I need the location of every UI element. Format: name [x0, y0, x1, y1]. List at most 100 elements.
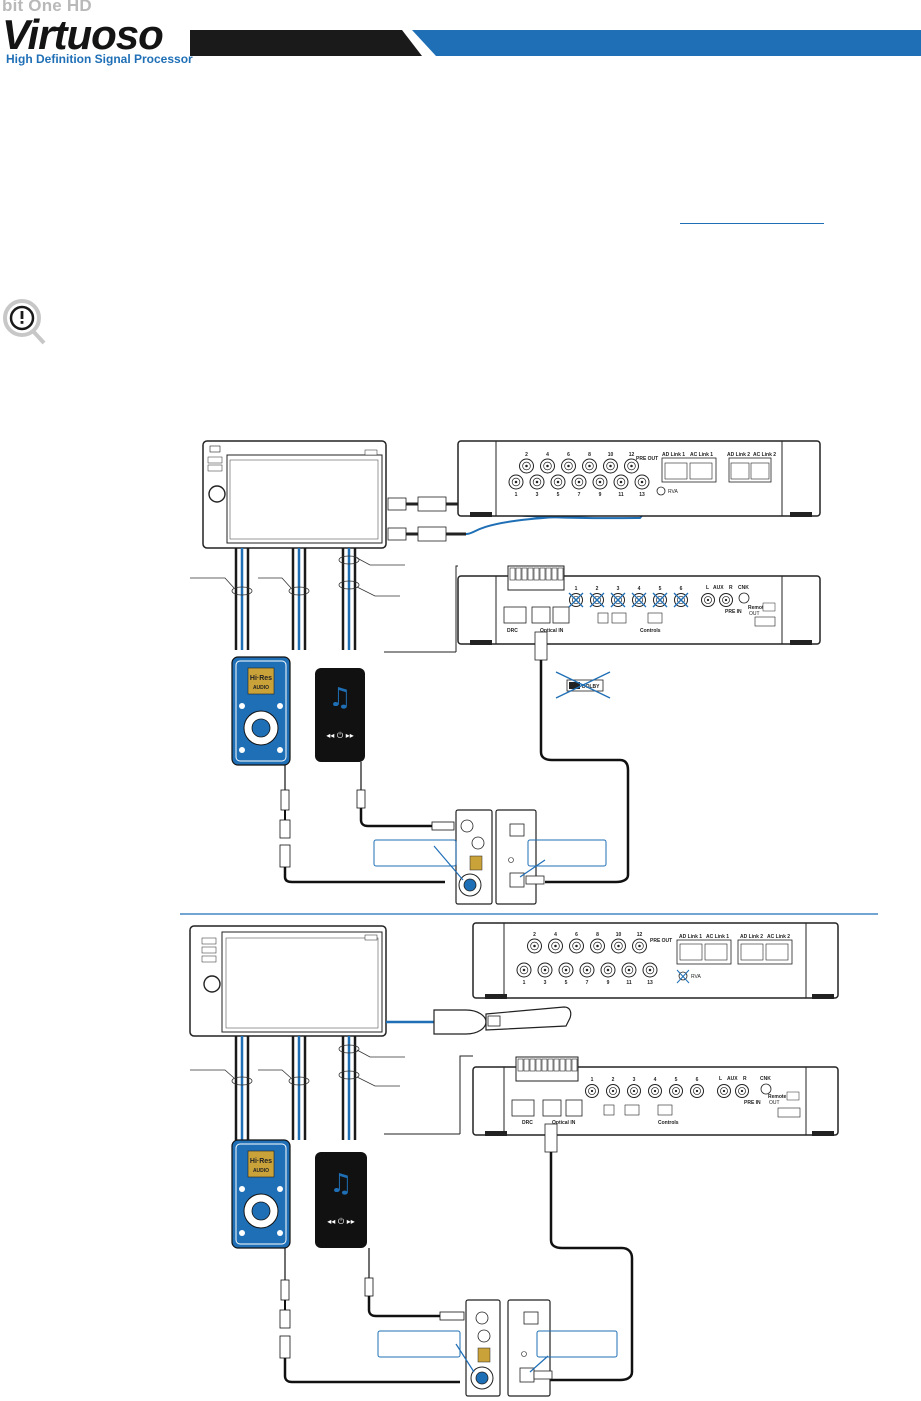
pre-out-number: 9 — [599, 492, 602, 498]
terminal-pin — [571, 1058, 578, 1072]
player-cables — [279, 762, 455, 884]
pre-in-number: 6 — [680, 586, 683, 592]
aux-r-label: R — [743, 1076, 747, 1082]
rca-connector — [735, 1084, 749, 1098]
ac-link-2-label: AC Link 2 — [767, 934, 790, 940]
rca-connector — [516, 962, 532, 978]
hires-audio-logo: Hi·Res — [250, 675, 272, 682]
remote-label: Remote — [768, 1094, 787, 1100]
hyperlink-underline[interactable] — [680, 223, 824, 224]
optical-in-label: Optical IN — [540, 628, 564, 634]
music-note-icon: ♫ — [328, 683, 351, 713]
remote-out-label: OUT — [749, 611, 760, 617]
rca-connector — [669, 1084, 683, 1098]
cnk-label: CNK — [738, 585, 749, 591]
rca-connector — [701, 593, 715, 607]
cnk-label: CNK — [760, 1076, 771, 1082]
pre-out-number: 7 — [578, 492, 581, 498]
drc-label: DRC — [522, 1120, 533, 1126]
pre-in-number: 2 — [612, 1077, 615, 1083]
pre-in-number: 4 — [654, 1077, 657, 1083]
pre-out-number: 11 — [618, 492, 624, 498]
optical-cable — [534, 631, 630, 884]
cable-callouts — [190, 555, 405, 597]
pre-out-number: 8 — [596, 932, 599, 938]
remote-out-label: OUT — [769, 1100, 780, 1106]
pre-out-number: 8 — [588, 452, 591, 458]
rca-connector — [508, 474, 524, 490]
rca-connector — [621, 962, 637, 978]
pre-out-number: 9 — [607, 980, 610, 986]
rca-connector — [540, 458, 555, 474]
terminal-pin — [557, 567, 564, 581]
terminal-pin — [529, 1058, 536, 1072]
aux-r-label: R — [729, 585, 733, 591]
terminal-pin — [533, 567, 540, 581]
rca-connector — [582, 458, 597, 474]
rca-connector — [634, 474, 650, 490]
pre-out-number: 4 — [546, 452, 549, 458]
rca-connector — [579, 962, 595, 978]
rca-connector — [550, 474, 566, 490]
pre-out-number: 5 — [565, 980, 568, 986]
rva-label: RVA — [668, 489, 678, 495]
rca-connector — [529, 474, 545, 490]
pre-out-number: 3 — [544, 980, 547, 986]
pre-out-number: 11 — [626, 980, 632, 986]
music-player: ♫ ◂◂ ⏻ ▸▸ — [315, 668, 365, 762]
dolby-digital-logo: DOLBY — [555, 671, 611, 699]
rca-connector — [585, 1084, 599, 1098]
terminal-pin — [527, 567, 534, 581]
controls-label: Controls — [640, 628, 661, 634]
player-cables — [279, 1248, 465, 1384]
drc-label: DRC — [507, 628, 518, 634]
rca-connector — [600, 962, 616, 978]
svg-text:AUDIO: AUDIO — [253, 685, 269, 691]
rca-connector — [603, 458, 618, 474]
rva-label: RVA — [691, 974, 701, 980]
pre-in-label: PRE IN — [744, 1100, 761, 1106]
music-player: ♫ ◂◂ ⏻ ▸▸ — [315, 1152, 367, 1248]
pre-out-number: 10 — [616, 932, 622, 938]
rca-connector — [537, 962, 553, 978]
pre-out-number: 3 — [536, 492, 539, 498]
terminal-pin — [551, 567, 558, 581]
pre-in-number: 4 — [638, 586, 641, 592]
optical-cable — [544, 1123, 634, 1382]
rca-connector — [519, 458, 534, 474]
pre-in-number: 5 — [659, 586, 662, 592]
pre-in-number: 1 — [575, 586, 578, 592]
ad-link-2-label: AD Link 2 — [727, 452, 750, 458]
pre-out-number: 12 — [629, 452, 635, 458]
pre-in-number: 5 — [675, 1077, 678, 1083]
terminal-pin — [515, 567, 522, 581]
pre-out-number: 10 — [608, 452, 614, 458]
terminal-pin — [517, 1058, 524, 1072]
pre-out-label: PRE OUT — [650, 938, 672, 944]
svg-text:◂◂ ⏻ ▸▸: ◂◂ ⏻ ▸▸ — [327, 1217, 354, 1226]
pre-in-label: PRE IN — [725, 609, 742, 615]
pre-out-number: 7 — [586, 980, 589, 986]
svg-text:◂◂ ⏻ ▸▸: ◂◂ ⏻ ▸▸ — [326, 731, 353, 740]
terminal-pin — [559, 1058, 566, 1072]
header-stripe — [190, 30, 921, 56]
ad-link-2-label: AD Link 2 — [740, 934, 763, 940]
rca-connector — [717, 1084, 731, 1098]
terminal-pin — [535, 1058, 542, 1072]
rca-connector — [690, 1084, 704, 1098]
head-unit — [202, 440, 387, 549]
rca-connector — [642, 962, 658, 978]
pre-in-number: 3 — [617, 586, 620, 592]
input-modules — [455, 1299, 553, 1397]
pre-out-number: 1 — [523, 980, 526, 986]
product-tagline: High Definition Signal Processor — [6, 52, 193, 66]
rca-connector — [606, 1084, 620, 1098]
optical-in-label: Optical IN — [552, 1120, 576, 1126]
hires-audio-logo: Hi·Res — [250, 1158, 272, 1165]
